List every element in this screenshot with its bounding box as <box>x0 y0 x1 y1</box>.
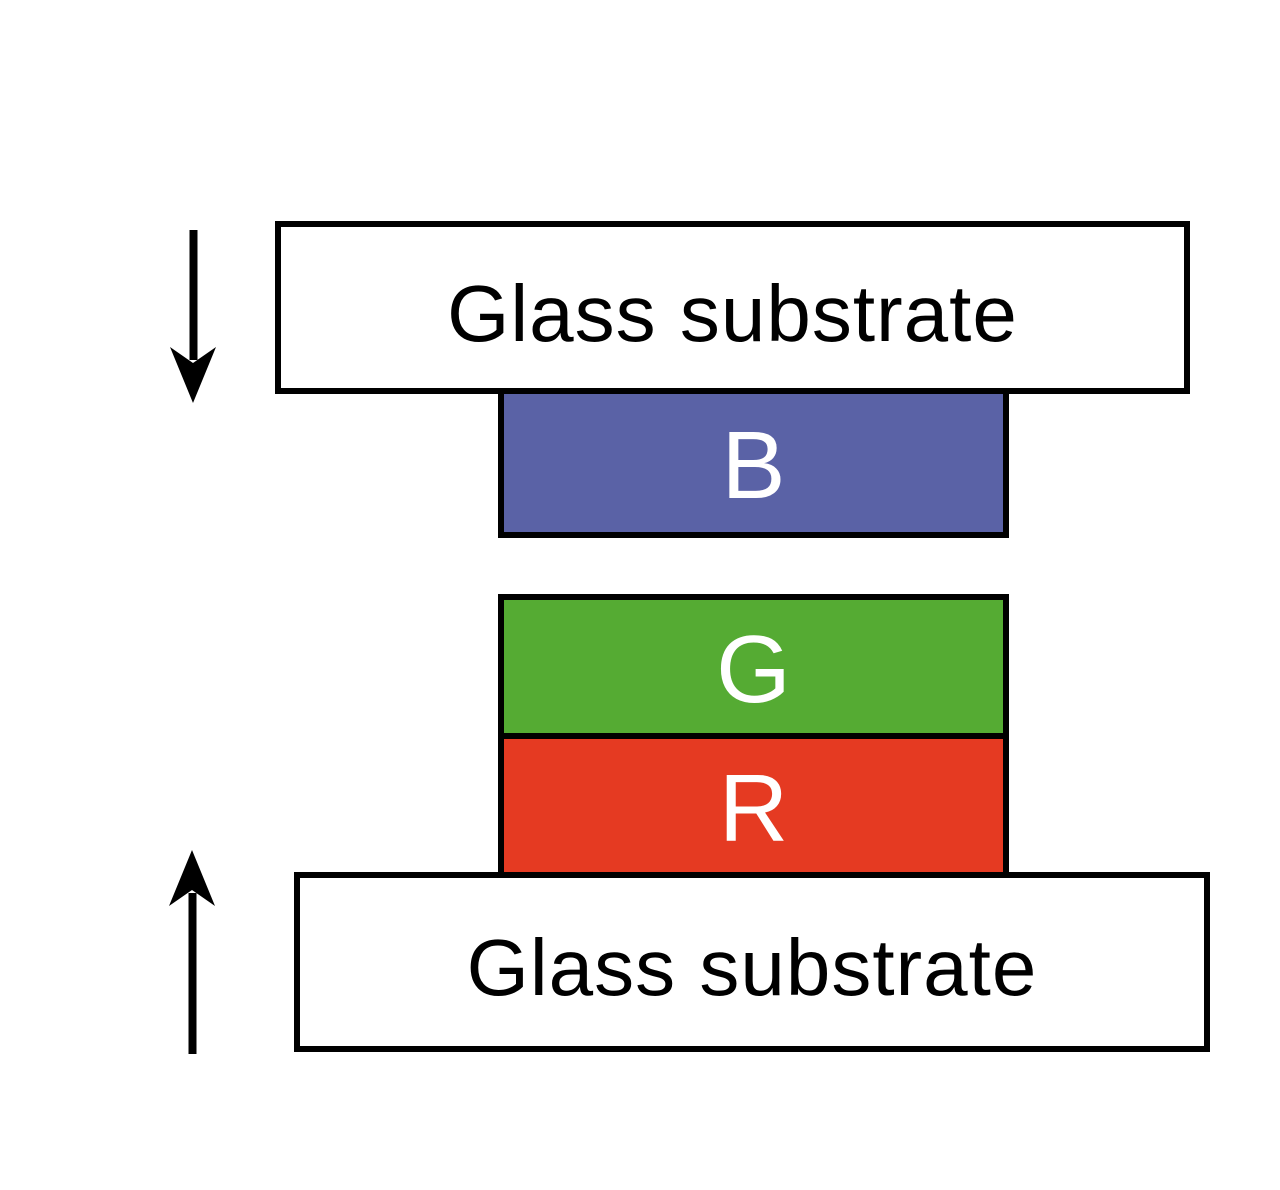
down-arrow-icon <box>167 230 219 405</box>
top-glass-substrate: Glass substrate <box>275 221 1190 394</box>
bottom-glass-substrate-label: Glass substrate <box>466 923 1038 1012</box>
red-emission-layer: R <box>498 733 1009 878</box>
green-layer-label: G <box>716 615 791 723</box>
blue-emission-layer: B <box>498 388 1009 538</box>
blue-layer-label: B <box>721 412 786 519</box>
bottom-glass-substrate: Glass substrate <box>294 872 1210 1052</box>
red-layer-label: R <box>718 754 789 862</box>
green-emission-layer: G <box>498 594 1009 739</box>
top-glass-substrate-label: Glass substrate <box>447 268 1018 358</box>
up-arrow-icon <box>166 848 218 1054</box>
